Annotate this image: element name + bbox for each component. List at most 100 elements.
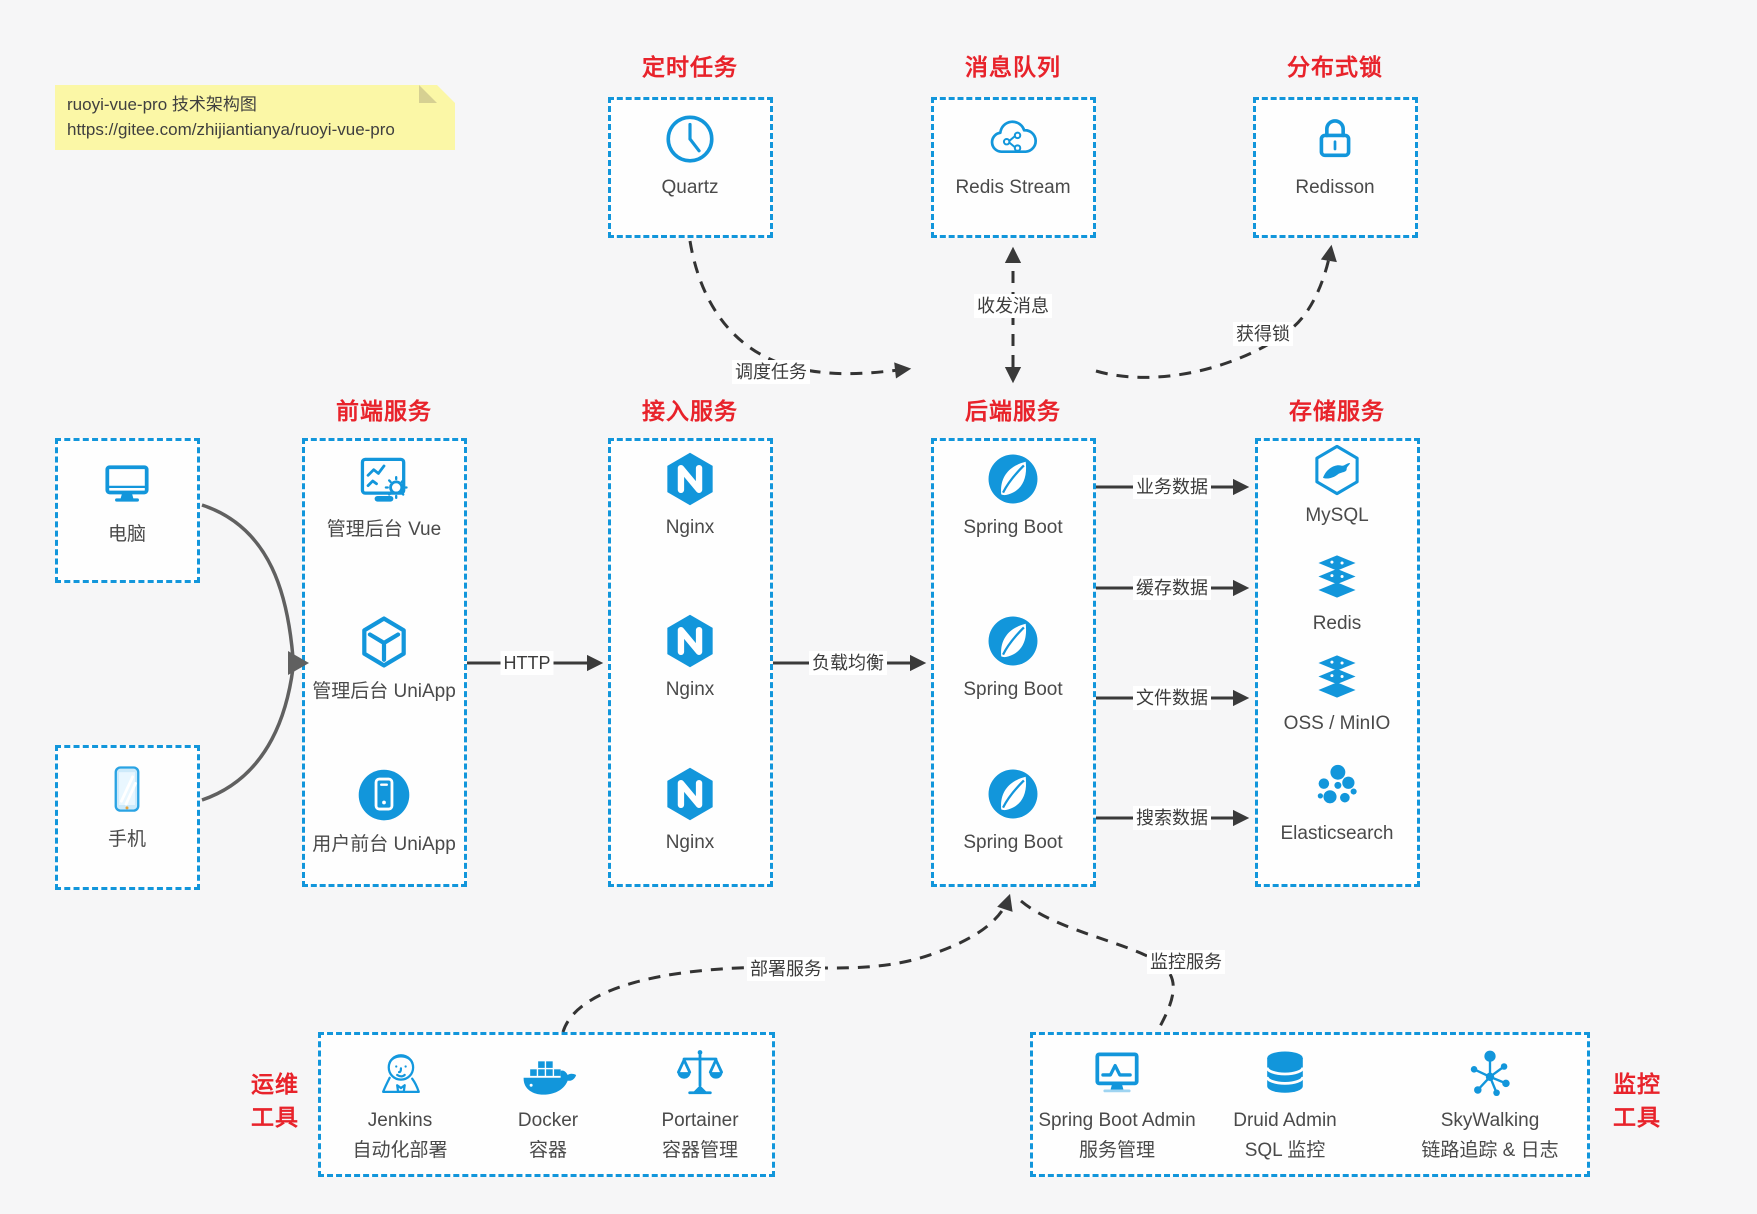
column-title-gateway: 接入服务 — [642, 398, 738, 424]
node-label: Spring Boot — [963, 832, 1063, 853]
node-sublabel: 容器 — [528, 1140, 567, 1161]
pc-box — [55, 438, 200, 583]
node-redis: Redis — [1252, 552, 1422, 637]
node-label: 用户前台 UniApp — [312, 834, 456, 855]
edge-label-lock: 获得锁 — [1233, 322, 1293, 346]
node-nginx-2: Nginx — [605, 612, 775, 703]
node-label: Docker — [517, 1110, 579, 1131]
portainer-scales-icon — [670, 1044, 730, 1104]
node-label: Redisson — [1295, 177, 1375, 198]
node-label: 电脑 — [107, 524, 146, 545]
edge-label-schedule: 调度任务 — [732, 360, 810, 384]
group-title-scheduled-tasks: 定时任务 — [642, 54, 738, 80]
edge-label-monitor: 监控服务 — [1147, 950, 1225, 974]
node-sublabel: 链路追踪 & 日志 — [1421, 1140, 1559, 1161]
quartz-box — [608, 97, 773, 238]
node-druid-admin: Druid Admin SQL 监控 — [1210, 1044, 1360, 1164]
redis-stack-icon — [1310, 552, 1364, 606]
edge-label-message: 收发消息 — [974, 294, 1052, 318]
node-label: Nginx — [665, 517, 715, 538]
edge-label-load-balance: 负载均衡 — [809, 651, 887, 675]
node-nginx-1: Nginx — [605, 450, 775, 541]
node-sublabel: SQL 监控 — [1244, 1140, 1326, 1161]
jenkins-icon — [370, 1044, 430, 1104]
docker-icon — [518, 1044, 578, 1104]
node-quartz: Quartz — [615, 110, 765, 201]
node-label: Spring Boot — [963, 679, 1063, 700]
node-label: Spring Boot — [963, 517, 1063, 538]
nginx-icon — [661, 765, 719, 823]
node-redis-stream: Redis Stream — [938, 110, 1088, 201]
uniapp-cube-icon — [354, 612, 414, 672]
lock-icon — [1306, 110, 1364, 168]
node-docker: Docker 容器 — [473, 1044, 623, 1164]
node-jenkins: Jenkins 自动化部署 — [325, 1044, 475, 1164]
node-label: SkyWalking — [1440, 1110, 1540, 1131]
node-admin-uniapp: 管理后台 UniApp — [299, 612, 469, 705]
sticky-note: ruoyi-vue-pro 技术架构图 https://gitee.com/zh… — [55, 85, 455, 150]
redisson-box — [1253, 97, 1418, 238]
group-title-distributed-lock: 分布式锁 — [1287, 54, 1383, 80]
node-label: Redis Stream — [955, 177, 1071, 198]
phone-icon — [97, 760, 157, 820]
note-url: https://gitee.com/zhijiantianya/ruoyi-vu… — [67, 120, 395, 139]
client-arrows — [201, 503, 309, 802]
node-nginx-3: Nginx — [605, 765, 775, 856]
note-fold-icon — [437, 85, 455, 103]
node-label: Spring Boot Admin — [1038, 1110, 1196, 1131]
node-springboot-admin: Spring Boot Admin 服务管理 — [1027, 1044, 1207, 1164]
group-title-devops-tools: 运维 工具 — [251, 1071, 299, 1130]
mysql-icon — [1309, 442, 1365, 498]
database-icon — [1255, 1044, 1315, 1104]
clock-icon — [661, 110, 719, 168]
node-label: Elasticsearch — [1280, 823, 1394, 844]
admin-vue-icon — [354, 450, 414, 510]
edge-label-http: HTTP — [500, 651, 554, 675]
node-label: 管理后台 UniApp — [312, 681, 456, 702]
node-sublabel: 服务管理 — [1078, 1140, 1155, 1161]
note-title: ruoyi-vue-pro 技术架构图 — [67, 95, 257, 114]
elasticsearch-icon — [1309, 760, 1365, 816]
admin-monitor-icon — [1087, 1044, 1147, 1104]
column-title-backend: 后端服务 — [965, 398, 1061, 424]
node-label: 手机 — [107, 829, 146, 850]
node-portainer: Portainer 容器管理 — [625, 1044, 775, 1164]
node-oss-minio: OSS / MinIO — [1252, 652, 1422, 737]
monitor-icon — [97, 455, 157, 515]
node-sublabel: 自动化部署 — [352, 1140, 448, 1161]
column-title-storage: 存储服务 — [1289, 398, 1385, 424]
edge-label-search-data: 搜索数据 — [1133, 806, 1211, 830]
node-label: MySQL — [1305, 505, 1369, 526]
springboot-icon — [984, 612, 1042, 670]
node-mysql: MySQL — [1252, 442, 1422, 529]
cloud-share-icon — [984, 110, 1042, 168]
node-label: Druid Admin — [1233, 1110, 1337, 1131]
oss-stack-icon — [1310, 652, 1364, 706]
node-pc: 电脑 — [52, 455, 202, 548]
column-title-frontend: 前端服务 — [336, 398, 432, 424]
skywalking-network-icon — [1460, 1044, 1520, 1104]
node-springboot-3: Spring Boot — [928, 765, 1098, 856]
user-app-icon — [354, 765, 414, 825]
edge-label-deploy: 部署服务 — [747, 957, 825, 981]
nginx-icon — [661, 450, 719, 508]
node-springboot-2: Spring Boot — [928, 612, 1098, 703]
node-springboot-1: Spring Boot — [928, 450, 1098, 541]
node-admin-vue: 管理后台 Vue — [299, 450, 469, 543]
node-label: Portainer — [661, 1110, 739, 1131]
node-label: Jenkins — [367, 1110, 433, 1131]
node-label: Redis — [1312, 613, 1362, 634]
node-label: 管理后台 Vue — [326, 519, 442, 540]
nginx-icon — [661, 612, 719, 670]
node-label: Nginx — [665, 832, 715, 853]
springboot-icon — [984, 450, 1042, 508]
edge-label-file-data: 文件数据 — [1133, 686, 1211, 710]
group-title-message-queue: 消息队列 — [965, 54, 1061, 80]
node-redisson: Redisson — [1260, 110, 1410, 201]
node-sublabel: 容器管理 — [661, 1140, 738, 1161]
group-title-monitor-tools: 监控 工具 — [1613, 1071, 1661, 1130]
springboot-icon — [984, 765, 1042, 823]
node-elasticsearch: Elasticsearch — [1252, 760, 1422, 847]
